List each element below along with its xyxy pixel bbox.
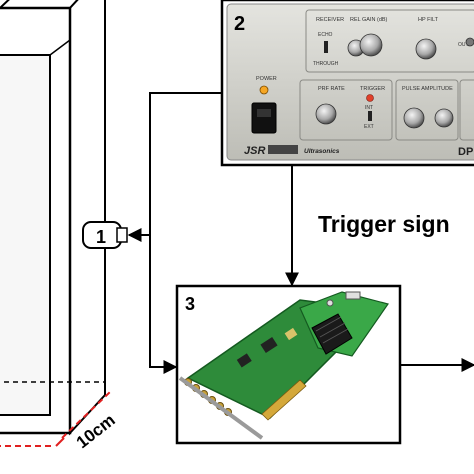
trigger-led — [366, 94, 374, 102]
box-right-face — [69, 0, 106, 436]
sensor-1: 1 — [82, 221, 128, 249]
daq-label: 3 — [185, 294, 195, 314]
echo-through-switch[interactable] — [324, 41, 328, 53]
daq-chip — [284, 327, 298, 341]
heatsink-fin — [322, 328, 349, 344]
board-header — [345, 291, 361, 300]
sensor-label: 1 — [96, 227, 106, 247]
sensor-to-daq-wire — [149, 235, 178, 374]
pulser-faceplate — [226, 3, 474, 161]
board-connector — [326, 299, 334, 307]
pulse-amplitude-knob[interactable] — [403, 107, 425, 129]
excitation-wire — [127, 92, 222, 242]
output-connector — [465, 37, 474, 47]
prf-rate-knob[interactable] — [315, 103, 337, 125]
box-inner-panel — [0, 54, 51, 416]
trigger-panel-label: TRIGGER — [360, 86, 385, 92]
power-switch-rocker — [257, 109, 271, 117]
pci-bracket — [178, 376, 264, 440]
heatsink-fin — [315, 316, 342, 332]
trigger-source-switch[interactable] — [368, 111, 372, 121]
damping-section — [459, 79, 474, 141]
power-label: POWER — [256, 76, 277, 82]
out-label: OUT — [458, 42, 469, 48]
pulser-label: 2 — [234, 13, 245, 35]
signal-wires — [127, 92, 474, 374]
brand-logo: JSR — [244, 145, 265, 157]
pulse-energy-knob[interactable] — [434, 108, 454, 128]
hp-filter-label: HP FILT — [418, 17, 439, 23]
pulser-receiver: 2 RECEIVER REL GAIN (dB) HP FILT ECHO TH… — [220, 0, 474, 167]
heatsink-fin — [319, 322, 346, 338]
trigger-int-label: INT — [365, 105, 373, 111]
power-switch[interactable] — [251, 102, 277, 134]
receiver-label: RECEIVER — [316, 17, 344, 23]
hp-filter-knob[interactable] — [415, 38, 437, 60]
trigger-signal-label: Trigger sign — [318, 211, 450, 237]
daq-heatsink — [311, 313, 353, 355]
brand-logo-mark — [268, 145, 298, 154]
through-label: THROUGH — [313, 61, 339, 67]
rel-gain-knob[interactable] — [359, 33, 383, 57]
receiver-section — [305, 9, 474, 73]
pci-connector — [261, 379, 307, 421]
specimen-box — [0, 0, 106, 436]
echo-label: ECHO — [318, 32, 333, 38]
daq-chip — [260, 336, 278, 354]
daq-card: 3 — [175, 284, 402, 445]
daq-chip — [236, 353, 252, 368]
model-label: DP — [458, 146, 473, 158]
trigger-ext-label: EXT — [364, 124, 374, 130]
dimension-tick — [55, 437, 65, 447]
power-led — [259, 85, 269, 95]
brand-subtitle: Ultrasonics — [304, 148, 340, 155]
rel-gain-label: REL GAIN (dB) — [350, 17, 388, 23]
pulse-amplitude-label: PULSE AMPLITUDE — [402, 86, 453, 92]
dimension-line — [61, 391, 111, 439]
box-edge-line — [49, 39, 71, 56]
pulse-amplitude-section — [395, 79, 459, 141]
sensor-connector — [116, 227, 128, 243]
prf-rate-label: PRF RATE — [318, 86, 345, 92]
pulser-section — [299, 79, 393, 141]
